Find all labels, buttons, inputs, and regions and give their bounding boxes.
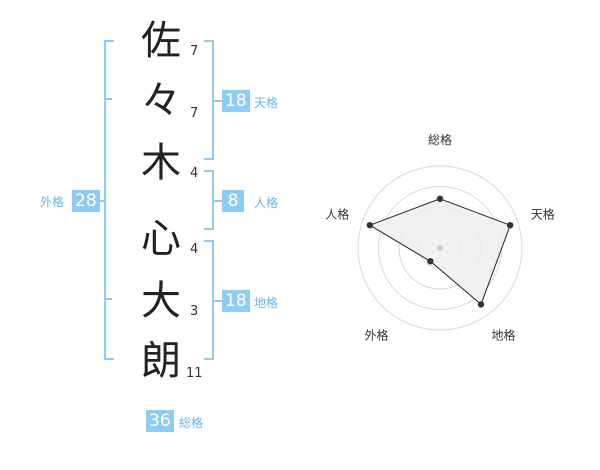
radar-point-4 xyxy=(427,258,434,265)
tenkaku-connector xyxy=(212,100,222,102)
radar-point-2 xyxy=(506,221,514,229)
jinkaku-bracket-top-tick xyxy=(204,170,214,172)
chikaku-bracket-top-tick xyxy=(204,240,214,242)
jinkaku-bracket-bottom-tick xyxy=(204,228,214,230)
gaikaku-tick-1 xyxy=(104,98,112,100)
name-char-3: 木 xyxy=(141,140,181,186)
radar-point-1 xyxy=(436,195,444,202)
radar-axis-label-4: 外格 xyxy=(364,327,388,342)
tenkaku-label: 天格 xyxy=(254,96,279,110)
radar-center-dot xyxy=(437,245,443,251)
radar-point-3 xyxy=(477,301,485,308)
gaikaku-label: 外格 xyxy=(40,195,65,209)
tenkaku-bracket-top-tick xyxy=(204,40,214,42)
name-char-1: 佐 xyxy=(141,18,181,64)
gaikaku-tick-2 xyxy=(104,298,112,300)
stroke-count-2: 7 xyxy=(190,106,199,121)
soukaku-badge: 36 xyxy=(146,410,174,432)
jinkaku-connector xyxy=(212,200,222,202)
radar-ring-4 xyxy=(357,165,523,331)
tenkaku-bracket-bottom-tick xyxy=(204,158,214,160)
chikaku-connector xyxy=(212,300,222,302)
stroke-count-5: 3 xyxy=(190,304,199,319)
name-char-5: 大 xyxy=(141,278,181,324)
gaikaku-connector xyxy=(98,200,106,202)
chikaku-badge: 18 xyxy=(222,290,250,312)
stroke-count-1: 7 xyxy=(190,44,199,59)
stroke-count-4: 4 xyxy=(190,242,199,257)
soukaku-label: 総格 xyxy=(179,416,204,430)
gaikaku-bracket-top-tick xyxy=(104,40,114,42)
radar-point-5 xyxy=(366,221,374,229)
radar-points xyxy=(366,195,514,308)
radar-axis-label-1: 総格 xyxy=(428,132,452,147)
radar-axis-label-2: 天格 xyxy=(531,207,555,222)
jinkaku-badge: 8 xyxy=(222,190,244,212)
tenkaku-badge: 18 xyxy=(222,90,250,112)
chikaku-bracket-bottom-tick xyxy=(204,358,214,360)
gaikaku-badge: 28 xyxy=(72,190,100,212)
stroke-count-6: 11 xyxy=(186,366,203,381)
name-char-6: 朗 xyxy=(141,338,181,384)
gaikaku-bracket-bottom-tick xyxy=(104,358,114,360)
chikaku-label: 地格 xyxy=(254,296,279,310)
stroke-count-3: 4 xyxy=(190,166,199,181)
radar-axis-label-3: 地格 xyxy=(491,327,515,342)
name-char-4: 心 xyxy=(141,216,181,262)
jinkaku-label: 人格 xyxy=(254,196,279,210)
name-char-2: 々 xyxy=(141,78,181,124)
radar-data-polygon xyxy=(368,198,511,306)
radar-axis-label-5: 人格 xyxy=(325,207,349,222)
